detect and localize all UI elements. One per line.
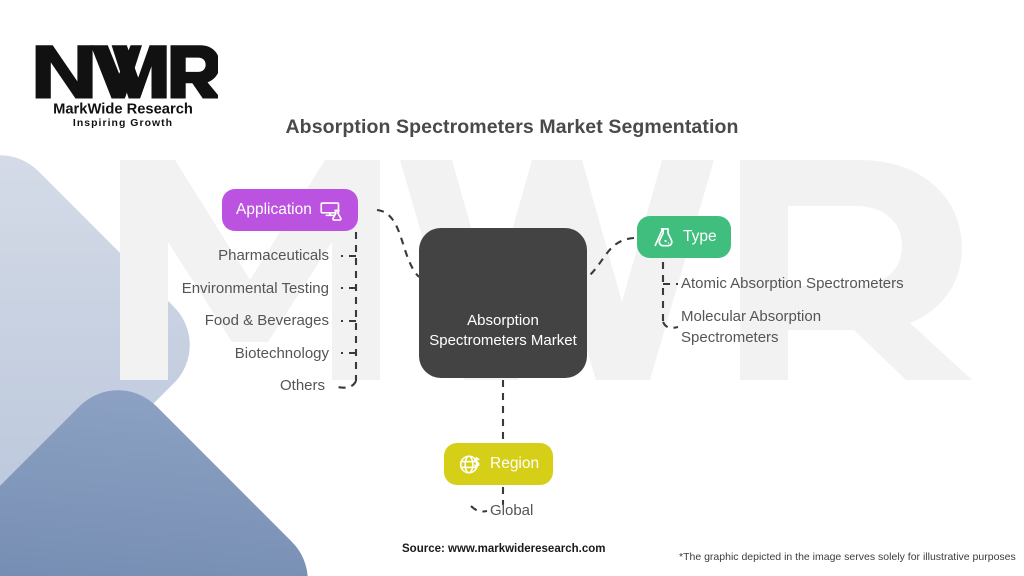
branch-badge-type[interactable]: Type — [637, 216, 731, 258]
leaf-type-2: Molecular Absorption Spectrometers — [681, 308, 822, 347]
logo-tagline: Inspiring Growth — [73, 118, 173, 129]
stub-region-1 — [470, 505, 488, 513]
branch-badge-region[interactable]: Region — [444, 443, 554, 485]
page-title: Absorption Spectrometers Market Segmenta… — [285, 116, 739, 138]
leaf-application-2: Environmental Testing — [181, 280, 329, 297]
disclaimer-text: *The graphic depicted in the image serve… — [679, 551, 1016, 563]
leaf-application-4: Biotechnology — [234, 345, 329, 362]
logo-company-name: MarkWide Research — [53, 102, 193, 118]
center-node: Absorption Spectrometers Market — [419, 228, 587, 378]
stub-type-2 — [662, 321, 679, 330]
company-logo: MarkWide Research Inspiring Growth — [28, 30, 221, 130]
leaf-type-1: Atomic Absorption Spectrometers — [681, 275, 904, 292]
flask-icon — [651, 225, 675, 249]
leaf-region-1: Global — [490, 502, 534, 519]
leaf-application-3: Food & Beverages — [204, 312, 329, 329]
monitor-flask-icon — [320, 198, 344, 222]
branch-badge-application[interactable]: Application — [222, 189, 358, 231]
branch-badge-application-label: Application — [236, 201, 312, 218]
logo-svg-icon: MarkWide Research Inspiring Growth — [35, 45, 221, 129]
connector-application-to-center — [376, 208, 420, 278]
leaf-application-1: Pharmaceuticals — [218, 247, 329, 264]
connector-type-to-center — [587, 236, 635, 278]
globe-currency-icon — [458, 452, 482, 476]
source-text: Source: www.markwideresearch.com — [402, 543, 606, 555]
branch-badge-type-label: Type — [683, 228, 717, 245]
leaf-application-5: Others — [279, 377, 325, 394]
stub-application-5 — [336, 380, 357, 389]
branch-badge-region-label: Region — [490, 455, 540, 472]
center-node-label: Absorption Spectrometers Market — [429, 311, 577, 350]
